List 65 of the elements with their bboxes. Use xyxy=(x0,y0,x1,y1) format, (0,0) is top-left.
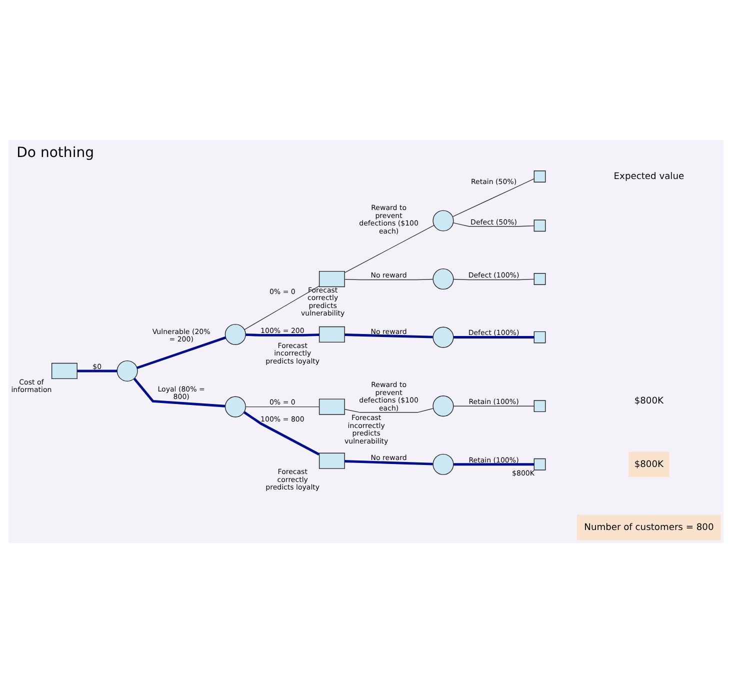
edge-label: 100% = 200 xyxy=(260,326,304,335)
edge-label: Reward to prevent defections ($100 each) xyxy=(359,380,418,412)
node-box xyxy=(534,330,546,343)
edge-label: Loyal (80% = 800) xyxy=(158,384,205,401)
edge-label: Defect (50%) xyxy=(470,216,517,226)
node-box xyxy=(534,400,546,412)
edge-label: Retain (100%) xyxy=(468,454,519,464)
label: Number of customers = 800 xyxy=(584,522,714,532)
node-box xyxy=(318,270,345,287)
node-circle xyxy=(432,268,454,290)
connector xyxy=(453,278,534,280)
connector xyxy=(244,410,320,455)
label: $800K xyxy=(634,396,664,406)
connector xyxy=(453,405,534,406)
connector xyxy=(454,462,534,466)
edge-label: Defect (100%) xyxy=(468,328,520,337)
connector xyxy=(344,224,434,273)
node-box xyxy=(534,272,546,284)
node-circle xyxy=(432,210,454,231)
label: $800K xyxy=(634,459,664,470)
connector xyxy=(452,178,534,216)
edge-label: Reward to prevent defections ($100 each) xyxy=(359,202,418,235)
connector xyxy=(344,408,434,412)
node-label: Cost of information xyxy=(11,376,52,394)
edge-label: 0% = 0 xyxy=(269,397,296,406)
diagram-title: Do nothing xyxy=(16,144,94,160)
connector xyxy=(136,336,226,369)
edge-label: No reward xyxy=(370,326,407,336)
node-box xyxy=(534,458,546,470)
node-box xyxy=(318,452,345,468)
node-label: Forecast incorrectly predicts vulnerability xyxy=(344,412,388,445)
connector xyxy=(133,377,226,407)
connector xyxy=(244,285,320,330)
connector xyxy=(344,278,434,280)
edge-label: Vulnerable (20% = 200) xyxy=(152,326,210,343)
node-box xyxy=(318,326,345,342)
node-circle xyxy=(432,395,454,416)
edge-label: 0% = 0 xyxy=(269,286,296,296)
edge-label: Retain (100%) xyxy=(468,396,519,406)
node-label: Forecast incorrectly predicts loyalty xyxy=(266,340,320,365)
label: Expected value xyxy=(614,171,684,182)
connector xyxy=(454,336,534,338)
node-box xyxy=(534,219,546,232)
node-label: $800K xyxy=(512,468,535,478)
connector xyxy=(452,222,534,226)
node-circle xyxy=(224,396,246,417)
node-circle xyxy=(432,326,454,348)
edge-label: No reward xyxy=(370,452,407,462)
node-box xyxy=(318,398,345,414)
node-circle xyxy=(116,360,138,382)
edge-label: $0 xyxy=(92,361,102,370)
edge-label: Defect (100%) xyxy=(468,270,520,280)
node-box xyxy=(534,170,546,182)
node-box xyxy=(51,362,78,379)
node-circle xyxy=(224,323,246,345)
node-circle xyxy=(432,453,454,474)
connector xyxy=(246,333,320,336)
edge-label: 100% = 800 xyxy=(260,414,304,424)
node-label: Forecast correctly predicts loyalty xyxy=(266,466,320,492)
edge-label: No reward xyxy=(370,270,407,280)
connector xyxy=(344,460,433,465)
edge-label: Retain (50%) xyxy=(470,176,517,186)
connector xyxy=(245,406,320,407)
connector xyxy=(77,369,118,372)
connector xyxy=(344,333,433,338)
